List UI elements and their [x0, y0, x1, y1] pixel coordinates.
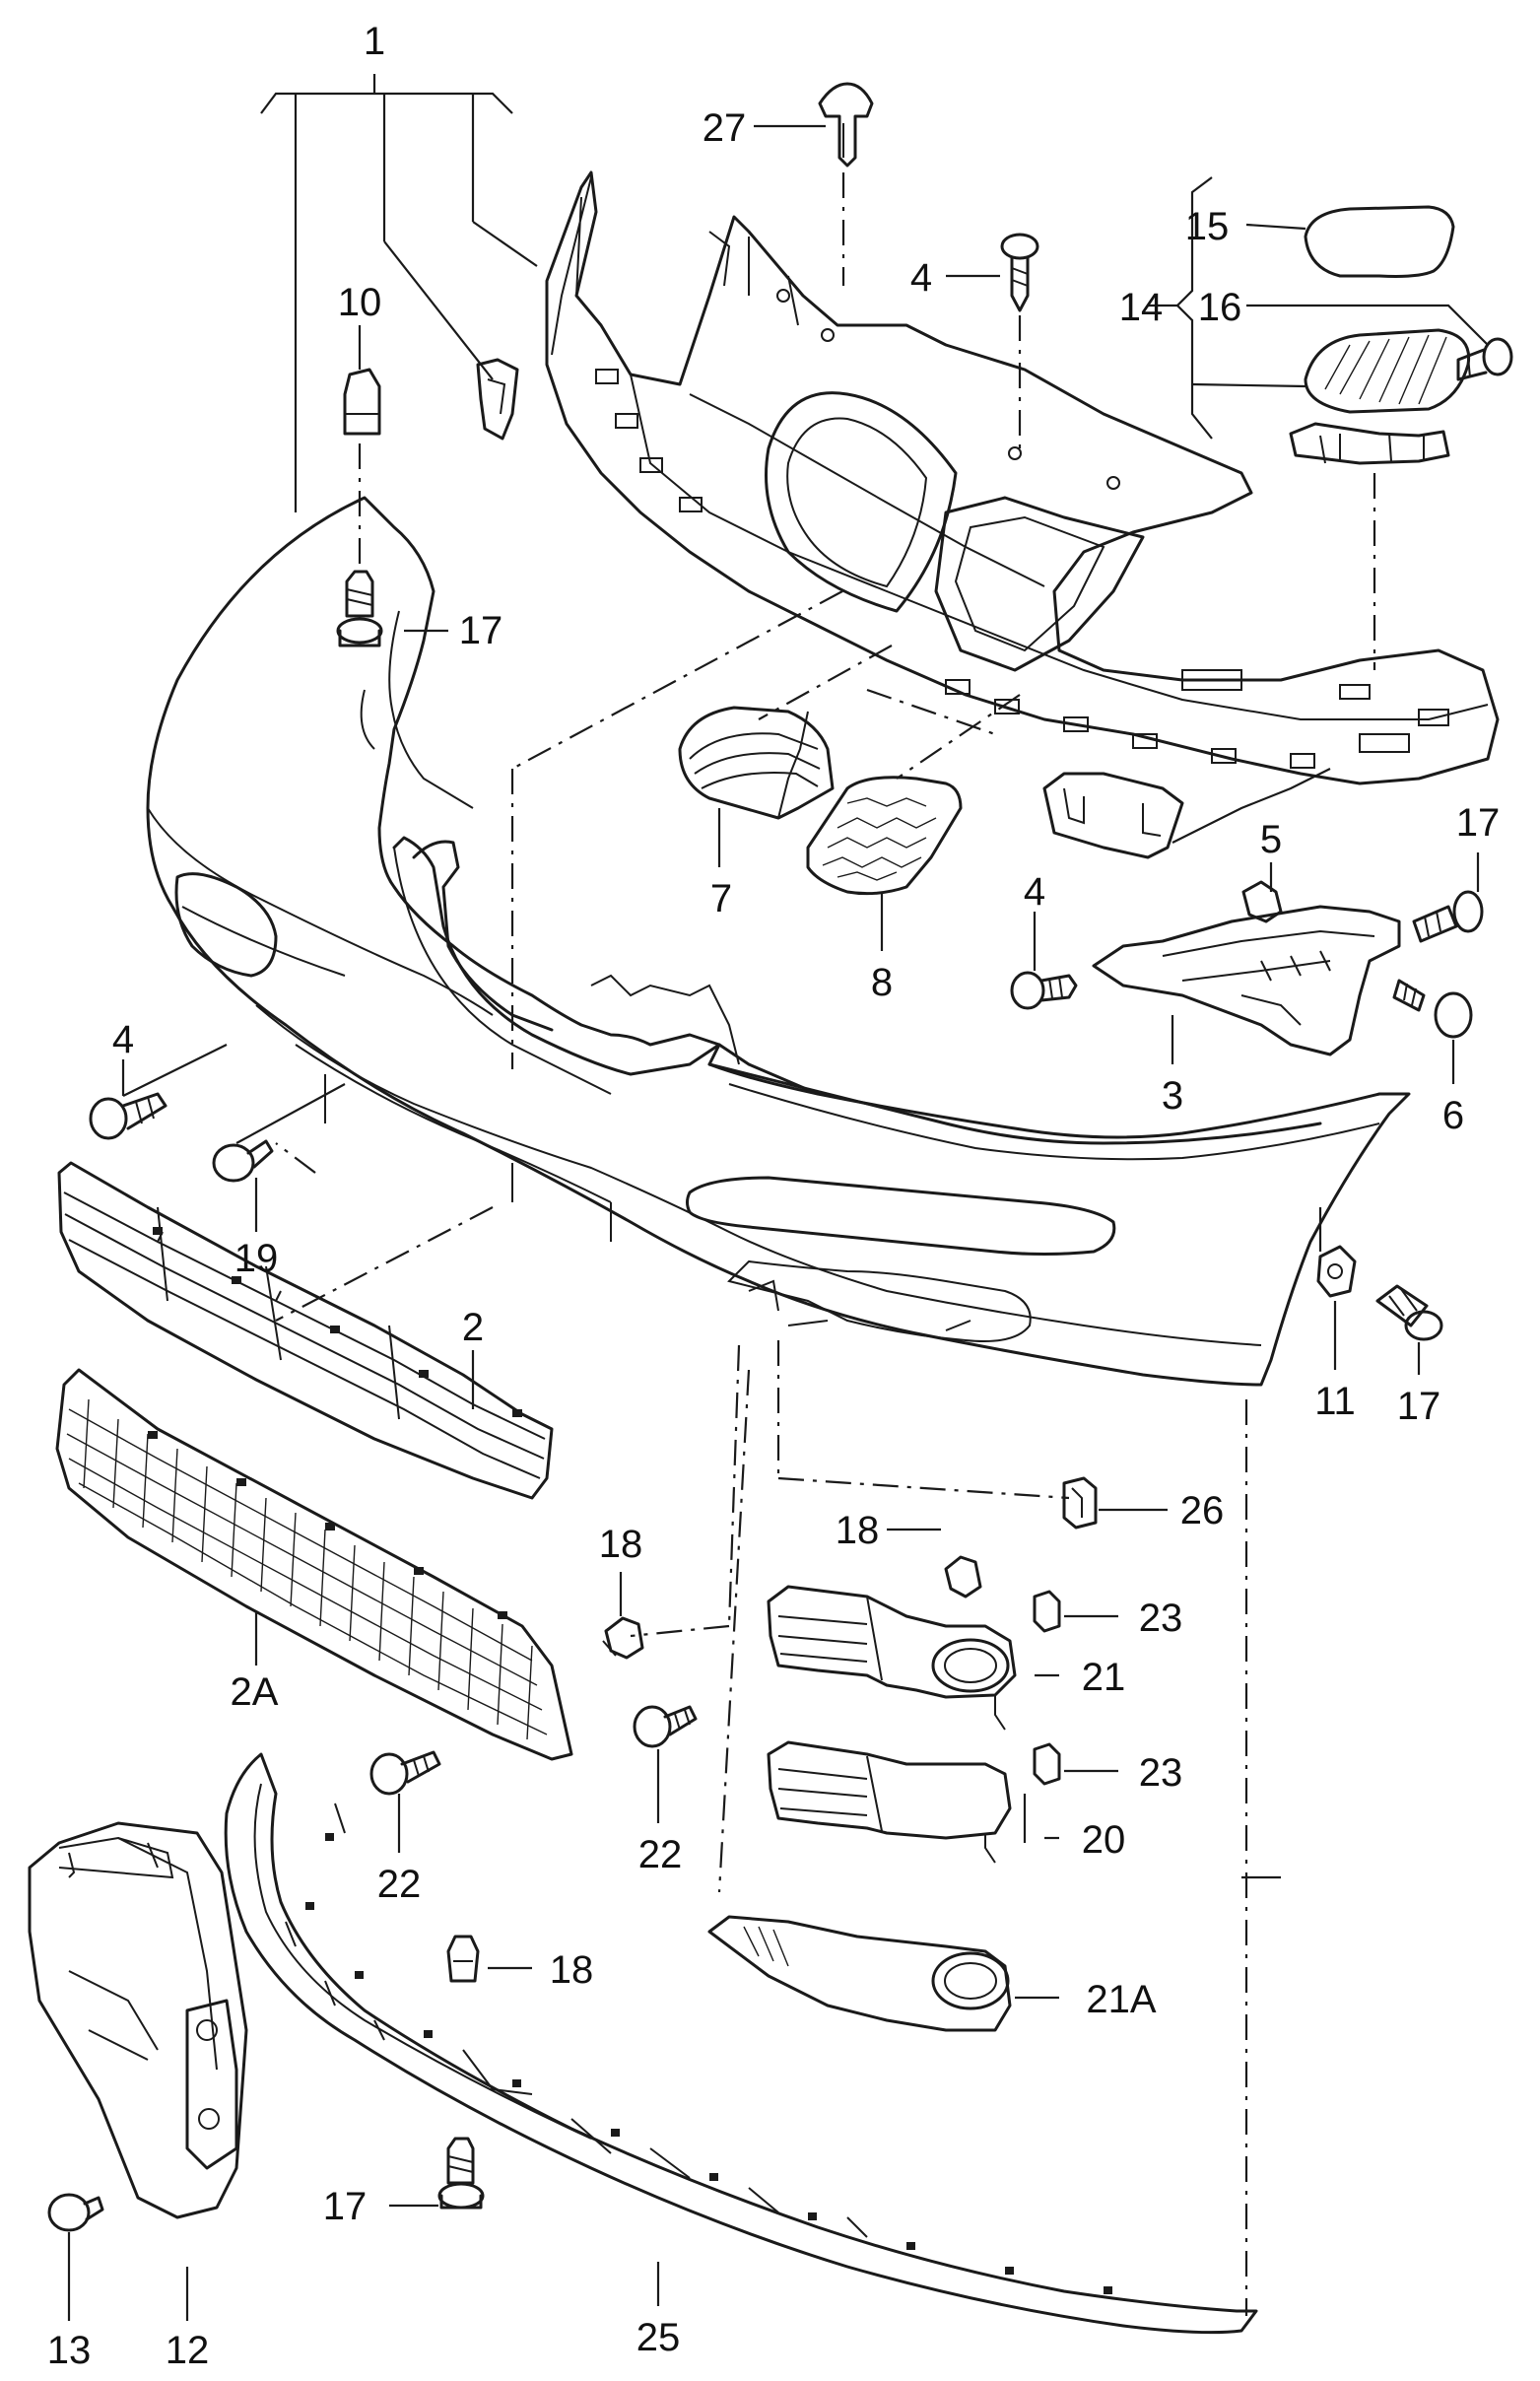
- clip-5: [1241, 880, 1283, 923]
- callout-1: 1: [364, 20, 385, 63]
- callout-12: 12: [166, 2329, 210, 2372]
- nut-23-upper: [1033, 1590, 1061, 1633]
- screw-17-right-upper: [1412, 890, 1484, 943]
- callout-25: 25: [636, 2316, 681, 2359]
- lower-grille-2a: [55, 1368, 573, 1761]
- callout-18-upper: 18: [836, 1509, 880, 1552]
- callout-17-right-lower: 17: [1397, 1385, 1441, 1428]
- callout-10: 10: [338, 281, 382, 324]
- callout-27: 27: [703, 106, 747, 150]
- nut-10: [343, 368, 381, 436]
- callout-2a: 2A: [231, 1670, 279, 1714]
- fog-grille-21: [767, 1585, 1017, 1731]
- callout-23-lower: 23: [1139, 1751, 1183, 1795]
- clip-18-mid: [602, 1616, 644, 1660]
- assembly-lines: [275, 172, 1376, 2316]
- callout-18-lower: 18: [550, 1948, 594, 1992]
- screw-22-right: [633, 1705, 698, 1748]
- callout-21a: 21A: [1086, 1978, 1156, 2021]
- screw-4-left: [89, 1092, 167, 1140]
- clip-18-upper: [944, 1555, 982, 1599]
- spoiler-25: [224, 1752, 1258, 2335]
- grille-insert-7: [678, 706, 835, 820]
- callout-6: 6: [1442, 1094, 1464, 1137]
- nut-23-lower: [1033, 1742, 1061, 1786]
- callout-5: 5: [1260, 818, 1282, 861]
- group-bracket-14: [1148, 176, 1213, 440]
- callout-2: 2: [462, 1306, 484, 1349]
- screw-13: [47, 2193, 104, 2232]
- callout-19: 19: [234, 1237, 279, 1280]
- clip-11: [1316, 1245, 1357, 1298]
- callout-15: 15: [1185, 205, 1230, 248]
- towing-eye-bracket-16: [1289, 328, 1513, 465]
- clip-18-lower: [446, 1935, 480, 1983]
- towing-eye-cap-15: [1304, 205, 1455, 278]
- callout-17-bottom: 17: [323, 2185, 368, 2228]
- leader-lines: [67, 124, 1489, 2321]
- screw-17-bottom: [437, 2137, 485, 2210]
- callout-16: 16: [1198, 286, 1242, 329]
- grille-insert-8: [806, 776, 963, 896]
- callout-7: 7: [710, 877, 732, 920]
- callout-22-left: 22: [377, 1863, 422, 1906]
- callout-14: 14: [1119, 286, 1164, 329]
- screw-17-right-lower: [1375, 1284, 1443, 1341]
- callout-labels: 1 2 2A 3 4 4 4 5 6 7 8 10 11 12 13 14 15…: [47, 20, 1501, 2372]
- guide-bracket-3: [1092, 905, 1401, 1056]
- screw-22-left: [369, 1750, 441, 1796]
- callout-11: 11: [1314, 1380, 1356, 1423]
- fog-grille-21a: [707, 1915, 1012, 2032]
- screw-17-left: [336, 570, 383, 647]
- callout-21: 21: [1082, 1656, 1126, 1699]
- callout-4-top: 4: [910, 256, 932, 300]
- callout-23-upper: 23: [1139, 1597, 1183, 1640]
- callout-17-left: 17: [459, 609, 503, 652]
- clip-26: [1062, 1476, 1098, 1530]
- screw-4-top: [1000, 233, 1039, 312]
- callout-13: 13: [47, 2329, 92, 2372]
- bumper-cover: [146, 496, 1411, 1387]
- lower-grille-2: [57, 1161, 554, 1500]
- callout-17-right-upper: 17: [1456, 801, 1501, 845]
- screw-4-mid: [1010, 971, 1078, 1010]
- callout-20: 20: [1082, 1818, 1126, 1862]
- bumper-carrier: [476, 170, 1500, 785]
- callout-8: 8: [871, 961, 893, 1004]
- callout-18-mid: 18: [599, 1523, 643, 1566]
- screw-6: [1392, 979, 1473, 1039]
- callout-4-mid: 4: [1024, 870, 1045, 914]
- clip-27: [818, 82, 874, 168]
- group-bracket-1: [260, 74, 538, 512]
- fog-blank-20: [767, 1740, 1012, 1864]
- callout-22-right: 22: [638, 1833, 683, 1876]
- callout-3: 3: [1162, 1074, 1183, 1118]
- carrier-small-bracket: [1042, 772, 1184, 859]
- wheel-liner-12: [28, 1821, 248, 2219]
- callout-4-left: 4: [112, 1018, 134, 1061]
- screw-19: [212, 1139, 274, 1183]
- callout-26: 26: [1180, 1489, 1225, 1532]
